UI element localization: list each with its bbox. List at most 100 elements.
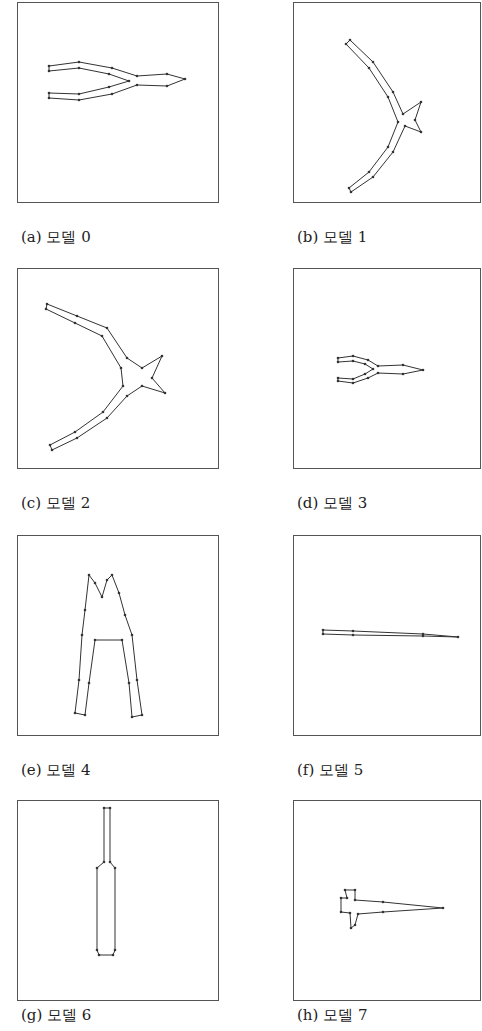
vertex-dot — [74, 431, 77, 434]
vertex-dot — [114, 867, 117, 870]
vertex-dot — [120, 367, 123, 370]
vertex-dot — [108, 86, 111, 89]
vertex-dot — [367, 377, 370, 380]
vertex-dot — [78, 67, 81, 70]
vertex-dot — [126, 357, 129, 360]
vertex-dot — [151, 377, 154, 380]
vertex-dot — [166, 85, 169, 88]
vertex-dot — [106, 579, 109, 582]
vertex-dot — [368, 67, 371, 70]
vertex-dot — [78, 93, 81, 96]
vertex-dot — [345, 43, 348, 46]
panel-frame — [294, 536, 481, 736]
vertex-dot — [49, 444, 52, 447]
pliers-outline — [75, 575, 142, 717]
vertex-dot — [102, 411, 105, 414]
panel-frame — [18, 801, 219, 1001]
vertex-dot — [372, 61, 375, 64]
vertex-dot — [387, 146, 390, 149]
vertex-dot — [352, 360, 355, 363]
vertex-dot — [74, 322, 77, 325]
vertex-dot — [51, 449, 54, 452]
vertex-dot — [131, 634, 134, 637]
vertex-dot — [422, 635, 425, 638]
vertex-dot — [128, 682, 131, 685]
vertex-dot — [372, 368, 375, 371]
rod-outline — [323, 630, 458, 637]
vertex-dots — [337, 355, 425, 385]
vertex-dot — [76, 315, 79, 318]
panel-frame — [18, 536, 219, 736]
vertex-dot — [382, 911, 385, 914]
vertex-dot — [346, 897, 349, 900]
vertex-dot — [397, 121, 400, 124]
vertex-dot — [357, 913, 360, 916]
vertex-dot — [48, 65, 51, 68]
panel-frame — [18, 269, 219, 469]
vertex-dot — [368, 171, 371, 174]
vertex-dot — [136, 75, 139, 78]
vertex-dot — [337, 377, 340, 380]
panel-caption: (h) 모델 7 — [297, 1006, 367, 1025]
vertex-dot — [340, 911, 343, 914]
vertex-dot — [350, 927, 353, 930]
vertex-dot — [354, 889, 357, 892]
vertex-dot — [352, 378, 355, 381]
vertex-dot — [184, 78, 187, 81]
vertex-dot — [111, 67, 114, 70]
vertex-dot — [124, 614, 127, 617]
vertex-dot — [108, 73, 111, 76]
vertex-dot — [106, 327, 109, 330]
vertex-dots — [48, 61, 187, 102]
panel-frame — [18, 3, 219, 203]
panel-frame — [294, 269, 481, 469]
panel-caption: (c) 모델 2 — [21, 494, 90, 513]
pliers-outline — [49, 62, 185, 100]
vertex-dot — [131, 716, 134, 719]
vertex-dot — [48, 92, 51, 95]
vertex-dot — [367, 359, 370, 362]
vertex-dot — [128, 80, 131, 83]
vertex-dot — [349, 39, 352, 42]
vertex-dot — [141, 367, 144, 370]
pliers-outline — [346, 40, 421, 192]
vertex-dot — [352, 630, 355, 633]
vertex-dot — [84, 714, 87, 717]
vertex-dots — [74, 574, 144, 719]
pliers-outline — [338, 356, 423, 383]
vertex-dot — [337, 380, 340, 383]
vertex-dot — [420, 101, 423, 104]
vertex-dot — [101, 596, 104, 599]
vertex-dot — [76, 437, 79, 440]
vertex-dot — [352, 382, 355, 385]
hammer-outline — [341, 890, 443, 928]
vertex-dot — [96, 949, 99, 952]
vertex-dot — [111, 574, 114, 577]
vertex-dot — [340, 897, 343, 900]
vertex-dot — [103, 861, 106, 864]
vertex-dot — [337, 357, 340, 360]
vertex-dot — [101, 335, 104, 338]
vertex-dots — [96, 807, 117, 957]
vertex-dot — [404, 125, 407, 128]
panel-caption: (a) 모델 0 — [21, 228, 91, 247]
vertex-dot — [350, 191, 353, 194]
vertex-dot — [420, 131, 423, 134]
vertex-dot — [349, 912, 352, 915]
vertex-dots — [340, 889, 445, 930]
pliers-outline — [46, 304, 165, 450]
vertex-dot — [161, 355, 164, 358]
vertex-dot — [122, 385, 125, 388]
vertex-dot — [88, 574, 91, 577]
panel-frame — [294, 3, 481, 203]
vertex-dot — [103, 807, 106, 810]
vertex-dot — [88, 682, 91, 685]
vertex-dot — [352, 634, 355, 637]
screwdriver-outline — [97, 808, 115, 955]
vertex-dot — [372, 176, 375, 179]
vertex-dot — [322, 633, 325, 636]
vertex-dot — [348, 187, 351, 190]
vertex-dot — [94, 639, 97, 642]
vertex-dot — [126, 395, 129, 398]
